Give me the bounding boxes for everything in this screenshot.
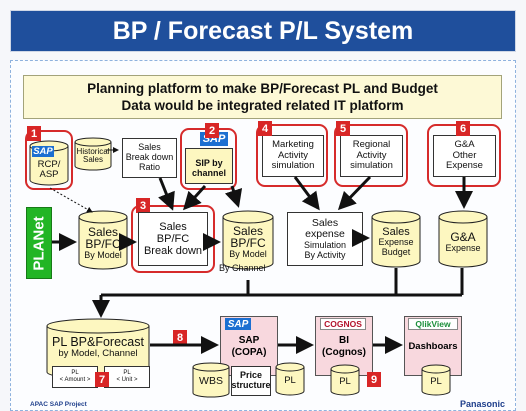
pl-database-sap: PL bbox=[275, 362, 305, 396]
banner-line-2: Data would be integrated related IT plat… bbox=[121, 98, 404, 113]
sales-bpfc-line2: BP/FC bbox=[85, 237, 121, 252]
breakdown-line1: Sales bbox=[159, 220, 187, 233]
breakdown-ratio-line3: Ratio bbox=[138, 161, 160, 172]
ga-other-line3: Expense bbox=[446, 160, 483, 172]
qlikview-logo: QlikView bbox=[408, 318, 458, 330]
banner: Planning platform to make BP/Forecast PL… bbox=[23, 75, 502, 119]
historical-sales-database: Historical Sales bbox=[74, 137, 112, 171]
breakdown-ratio-line2: Break down bbox=[125, 152, 174, 163]
planet-label: PLANet bbox=[30, 215, 48, 271]
pl-database-cognos: PL bbox=[330, 364, 360, 396]
expense-sim-line1: Sales bbox=[311, 216, 339, 229]
sap-copa-line2: (COPA) bbox=[231, 347, 267, 358]
channel-line2: BP/FC bbox=[230, 236, 266, 251]
budget-line2: Expense bbox=[378, 237, 414, 248]
group-frame-4 bbox=[256, 124, 328, 187]
badge-2: 2 bbox=[205, 123, 219, 138]
pl-amount-document: PL < Amount > bbox=[52, 366, 98, 388]
cognos-line2: (Cognos) bbox=[322, 347, 366, 358]
historical-sales-label: Sales bbox=[82, 155, 103, 164]
banner-line-1: Planning platform to make BP/Forecast PL… bbox=[87, 81, 438, 96]
badge-8: 8 bbox=[173, 330, 187, 345]
badge-9: 9 bbox=[367, 372, 381, 387]
historical-label: Historical bbox=[76, 146, 110, 156]
breakdown-line3: Break down bbox=[143, 245, 203, 258]
sap-logo-rcp: SAP bbox=[32, 146, 54, 157]
sales-bpfc-breakdown: Sales BP/FC Break down bbox=[138, 212, 208, 266]
sip-by-channel: SIP by channel bbox=[185, 148, 233, 184]
cognos-line1: BI bbox=[339, 335, 349, 346]
sales-bpfc-line3: By Model bbox=[84, 249, 122, 260]
rcp-label: RCP/ bbox=[37, 159, 61, 171]
regional-activity-simulation: Regional Activity simulation bbox=[340, 135, 403, 177]
sales-bpfc-by-channel: Sales BP/FC By Model bbox=[222, 210, 274, 270]
badge-7: 7 bbox=[95, 372, 109, 387]
ga-other-expense: G&A Other Expense bbox=[433, 135, 496, 177]
sales-expense-budget: Sales Expense Budget bbox=[371, 210, 421, 268]
sales-breakdown-ratio: Sales Break down Ratio bbox=[122, 138, 177, 178]
sales-bpfc-by-model: Sales BP/FC By Model bbox=[78, 210, 128, 270]
badge-5: 5 bbox=[336, 121, 350, 136]
sip-line1: SIP by bbox=[195, 158, 223, 169]
page-title: BP / Forecast P/L System bbox=[10, 10, 516, 52]
ga-expense-line1: G&A bbox=[450, 229, 476, 244]
regional-line2: Activity bbox=[356, 149, 387, 161]
asp-label: ASP bbox=[39, 169, 59, 180]
marketing-line1: Marketing bbox=[272, 139, 314, 151]
dashboards-label: Dashboars bbox=[408, 341, 458, 352]
budget-line3: Budget bbox=[381, 246, 411, 257]
planet-system: PLANet bbox=[26, 207, 52, 279]
cognos-logo: COGNOS bbox=[320, 318, 366, 330]
by-channel-label: By Channel bbox=[219, 263, 266, 273]
wbs-database: WBS bbox=[192, 362, 230, 398]
pl-amount-line1: PL bbox=[71, 370, 79, 376]
breakdown-ratio-line1: Sales bbox=[138, 142, 161, 153]
channel-line1: Sales bbox=[232, 223, 264, 238]
budget-line1: Sales bbox=[382, 225, 410, 238]
ga-expense: G&A Expense bbox=[438, 210, 488, 268]
sap-logo-copa: SAP bbox=[225, 318, 251, 330]
pl-qlik-label: PL bbox=[430, 376, 442, 388]
pl-cognos-label: PL bbox=[339, 376, 351, 388]
expense-sim-line3: Simulation bbox=[303, 239, 347, 250]
pl-unit-document: PL < Unit > bbox=[104, 366, 150, 388]
sap-copa-line1: SAP bbox=[238, 335, 260, 346]
ga-other-line2: Other bbox=[452, 149, 477, 161]
pl-bp-forecast-database: PL BP&Forecast by Model, Channel bbox=[46, 318, 150, 380]
marketing-activity-simulation: Marketing Activity simulation bbox=[262, 135, 324, 177]
price-structure: Price structure bbox=[231, 366, 271, 396]
regional-line1: Regional bbox=[352, 139, 391, 151]
marketing-line2: Activity bbox=[277, 149, 309, 161]
wbs-label: WBS bbox=[199, 375, 223, 388]
pl-bp-line1: PL BP&Forecast bbox=[52, 335, 144, 349]
price-line1: Price bbox=[239, 370, 263, 381]
ga-other-line1: G&A bbox=[454, 139, 475, 151]
sales-expense-simulation: Sales expense Simulation By Activity bbox=[287, 212, 363, 266]
badge-6: 6 bbox=[456, 121, 470, 136]
ga-expense-line2: Expense bbox=[445, 242, 481, 253]
channel-line3: By Model bbox=[229, 248, 267, 259]
sales-bpfc-line1: Sales bbox=[87, 224, 119, 239]
pl-unit-line1: PL bbox=[123, 370, 131, 376]
group-frame-1 bbox=[25, 130, 73, 190]
badge-1: 1 bbox=[27, 126, 41, 141]
badge-3: 3 bbox=[136, 198, 150, 213]
expense-sim-line4: By Activity bbox=[304, 249, 346, 260]
breakdown-line2: BP/FC bbox=[156, 232, 190, 245]
pl-sap-label: PL bbox=[284, 375, 296, 387]
footer-project-label: APAC SAP Project bbox=[30, 401, 87, 408]
footer-brand: Panasonic bbox=[460, 399, 506, 409]
pl-unit-line2: < Unit > bbox=[116, 377, 138, 384]
marketing-line3: simulation bbox=[271, 160, 315, 172]
regional-line3: simulation bbox=[350, 160, 393, 172]
price-line2: structure bbox=[231, 380, 271, 390]
badge-4: 4 bbox=[258, 121, 272, 136]
expense-sim-line2: expense bbox=[305, 228, 345, 241]
pl-database-qlikview: PL bbox=[421, 364, 451, 396]
sip-line2: channel bbox=[191, 168, 226, 178]
pl-amount-line2: < Amount > bbox=[59, 377, 91, 384]
pl-bp-line2: by Model, Channel bbox=[58, 348, 138, 360]
